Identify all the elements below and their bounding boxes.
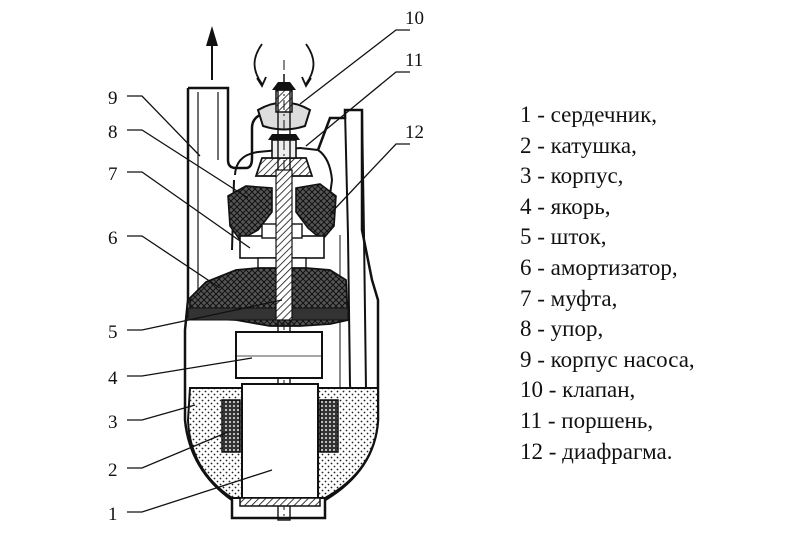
legend-item-2: 2 - катушка, [520,132,637,158]
leader-6 [127,235,221,289]
legend-item-9: 9 - корпус насоса, [520,346,695,372]
leader-5 [127,299,283,331]
anchor [235,331,323,379]
coil [221,399,339,453]
leader-2 [127,431,229,469]
legend-item-8: 8 - упор, [520,316,604,342]
valve [256,74,312,131]
leader-8 [127,129,249,199]
leader-4 [127,357,253,377]
leader-lines [127,29,410,513]
flow-arrow [206,26,218,80]
legend-item-3: 3 - корпус, [520,163,624,189]
callout-12: 12 [405,122,424,143]
callout-8: 8 [108,122,118,143]
shock-absorber [187,267,349,327]
callout-labels: 9 8 7 6 5 4 3 2 1 10 11 12 [108,8,424,525]
leader-9 [127,95,201,157]
callout-4: 4 [108,368,118,389]
core [239,383,321,507]
legend-item-12: 12 - диафрагма. [520,438,673,464]
leader-7 [127,171,251,249]
leader-3 [127,404,196,421]
callout-2: 2 [108,460,118,481]
diaphragm [227,183,337,242]
leader-1 [127,469,273,513]
callout-11: 11 [405,50,423,71]
callout-9: 9 [108,88,118,109]
legend-item-5: 5 - шток, [520,224,607,250]
callout-3: 3 [108,412,118,433]
legend-item-10: 10 - клапан, [520,377,636,403]
leader-11 [305,71,410,147]
legend-item-11: 11 - поршень, [520,407,654,433]
legend-item-6: 6 - амортизатор, [520,254,678,280]
callout-7: 7 [108,164,118,185]
legend-item-7: 7 - муфта, [520,285,618,311]
legend-item-1: 1 - сердечник, [520,102,658,127]
leader-12 [329,143,410,215]
callout-6: 6 [108,228,118,249]
callout-1: 1 [108,504,118,525]
callout-5: 5 [108,322,118,343]
rotation-arrows [253,43,315,88]
leader-10 [299,29,410,105]
callout-10: 10 [405,8,424,29]
parts-legend: 1 - сердечник, 2 - катушка, 3 - корпус, … [520,100,795,467]
legend-item-4: 4 - якорь, [520,193,611,219]
